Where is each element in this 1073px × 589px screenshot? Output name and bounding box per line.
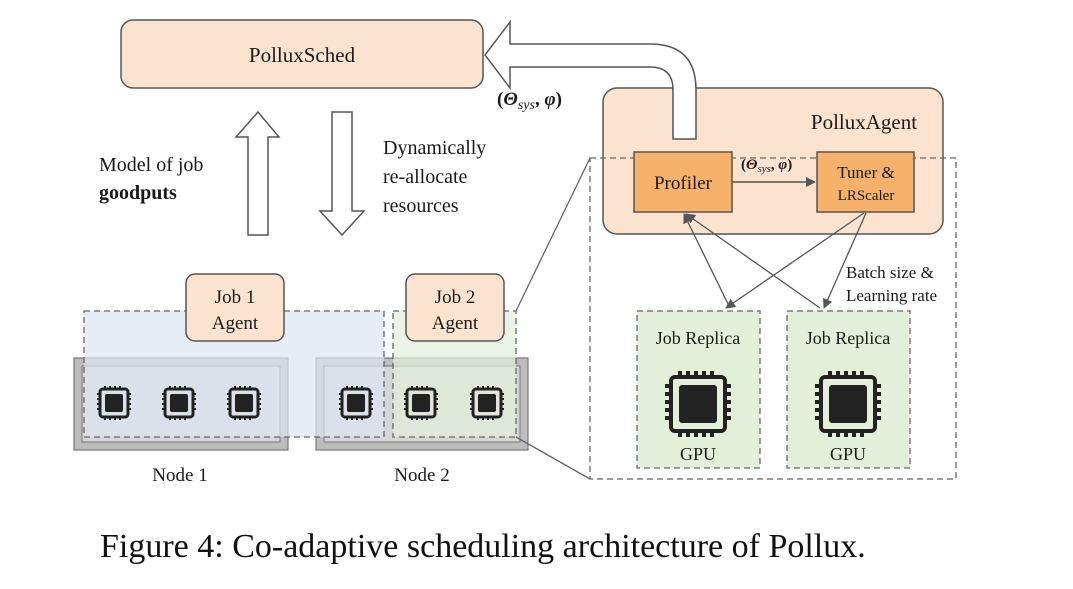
feedback-arrow-label: (Θsys, φ)	[497, 89, 562, 113]
goodput-feedback-arrow	[484, 19, 697, 140]
zoom-line-bottom	[515, 436, 591, 480]
job-2-agent-box	[405, 273, 505, 342]
pollux-agent-title: PolluxAgent	[811, 110, 917, 134]
job-1-agent-line2: Agent	[212, 313, 259, 334]
resources-label: resources	[383, 195, 459, 217]
profiler-label: Profiler	[654, 173, 713, 194]
pollux-sched-box	[120, 19, 484, 89]
tuner-box	[816, 151, 915, 213]
job-replica-2-gpu-label: GPU	[830, 444, 866, 464]
learning-rate-label: Learning rate	[846, 286, 937, 305]
job-1-agent-box	[185, 273, 285, 342]
model-of-job-label: Model of job	[99, 154, 203, 176]
job-1-agent-line1: Job 1	[215, 287, 256, 308]
job-replica-2-title: Job Replica	[806, 328, 890, 348]
batch-size-label: Batch size &	[846, 263, 934, 282]
node-1-label: Node 1	[152, 465, 207, 486]
replica-1-to-profiler-arrow	[683, 213, 731, 309]
down-hollow-arrow	[318, 111, 366, 237]
zoom-detail-frame	[589, 157, 957, 480]
tuner-label-line1: Tuner &	[837, 163, 894, 182]
replica-2-to-profiler-arrow	[685, 213, 821, 309]
up-hollow-arrow	[234, 110, 281, 236]
tuner-to-replica-1-arrow	[725, 212, 865, 309]
reallocate-label: re-allocate	[383, 166, 467, 188]
tuner-to-replica-2-arrow	[823, 212, 867, 309]
goodputs-label: goodputs	[99, 182, 177, 204]
profiler-box	[633, 151, 733, 213]
zoom-line-top	[515, 157, 591, 312]
job-replica-1-title: Job Replica	[656, 328, 740, 348]
job-2-agent-line1: Job 2	[435, 287, 476, 308]
job-2-agent-line2: Agent	[432, 313, 479, 334]
node-2-label: Node 2	[394, 465, 449, 486]
job-replica-1-gpu-label: GPU	[680, 444, 716, 464]
dynamically-label: Dynamically	[383, 137, 486, 159]
pollux-sched-label: PolluxSched	[249, 43, 356, 67]
tuner-label-line2: LRScaler	[838, 188, 895, 204]
figure-caption: Figure 4: Co-adaptive scheduling archite…	[100, 528, 866, 565]
profiler-tuner-label: (Θsys, φ)	[741, 157, 792, 175]
